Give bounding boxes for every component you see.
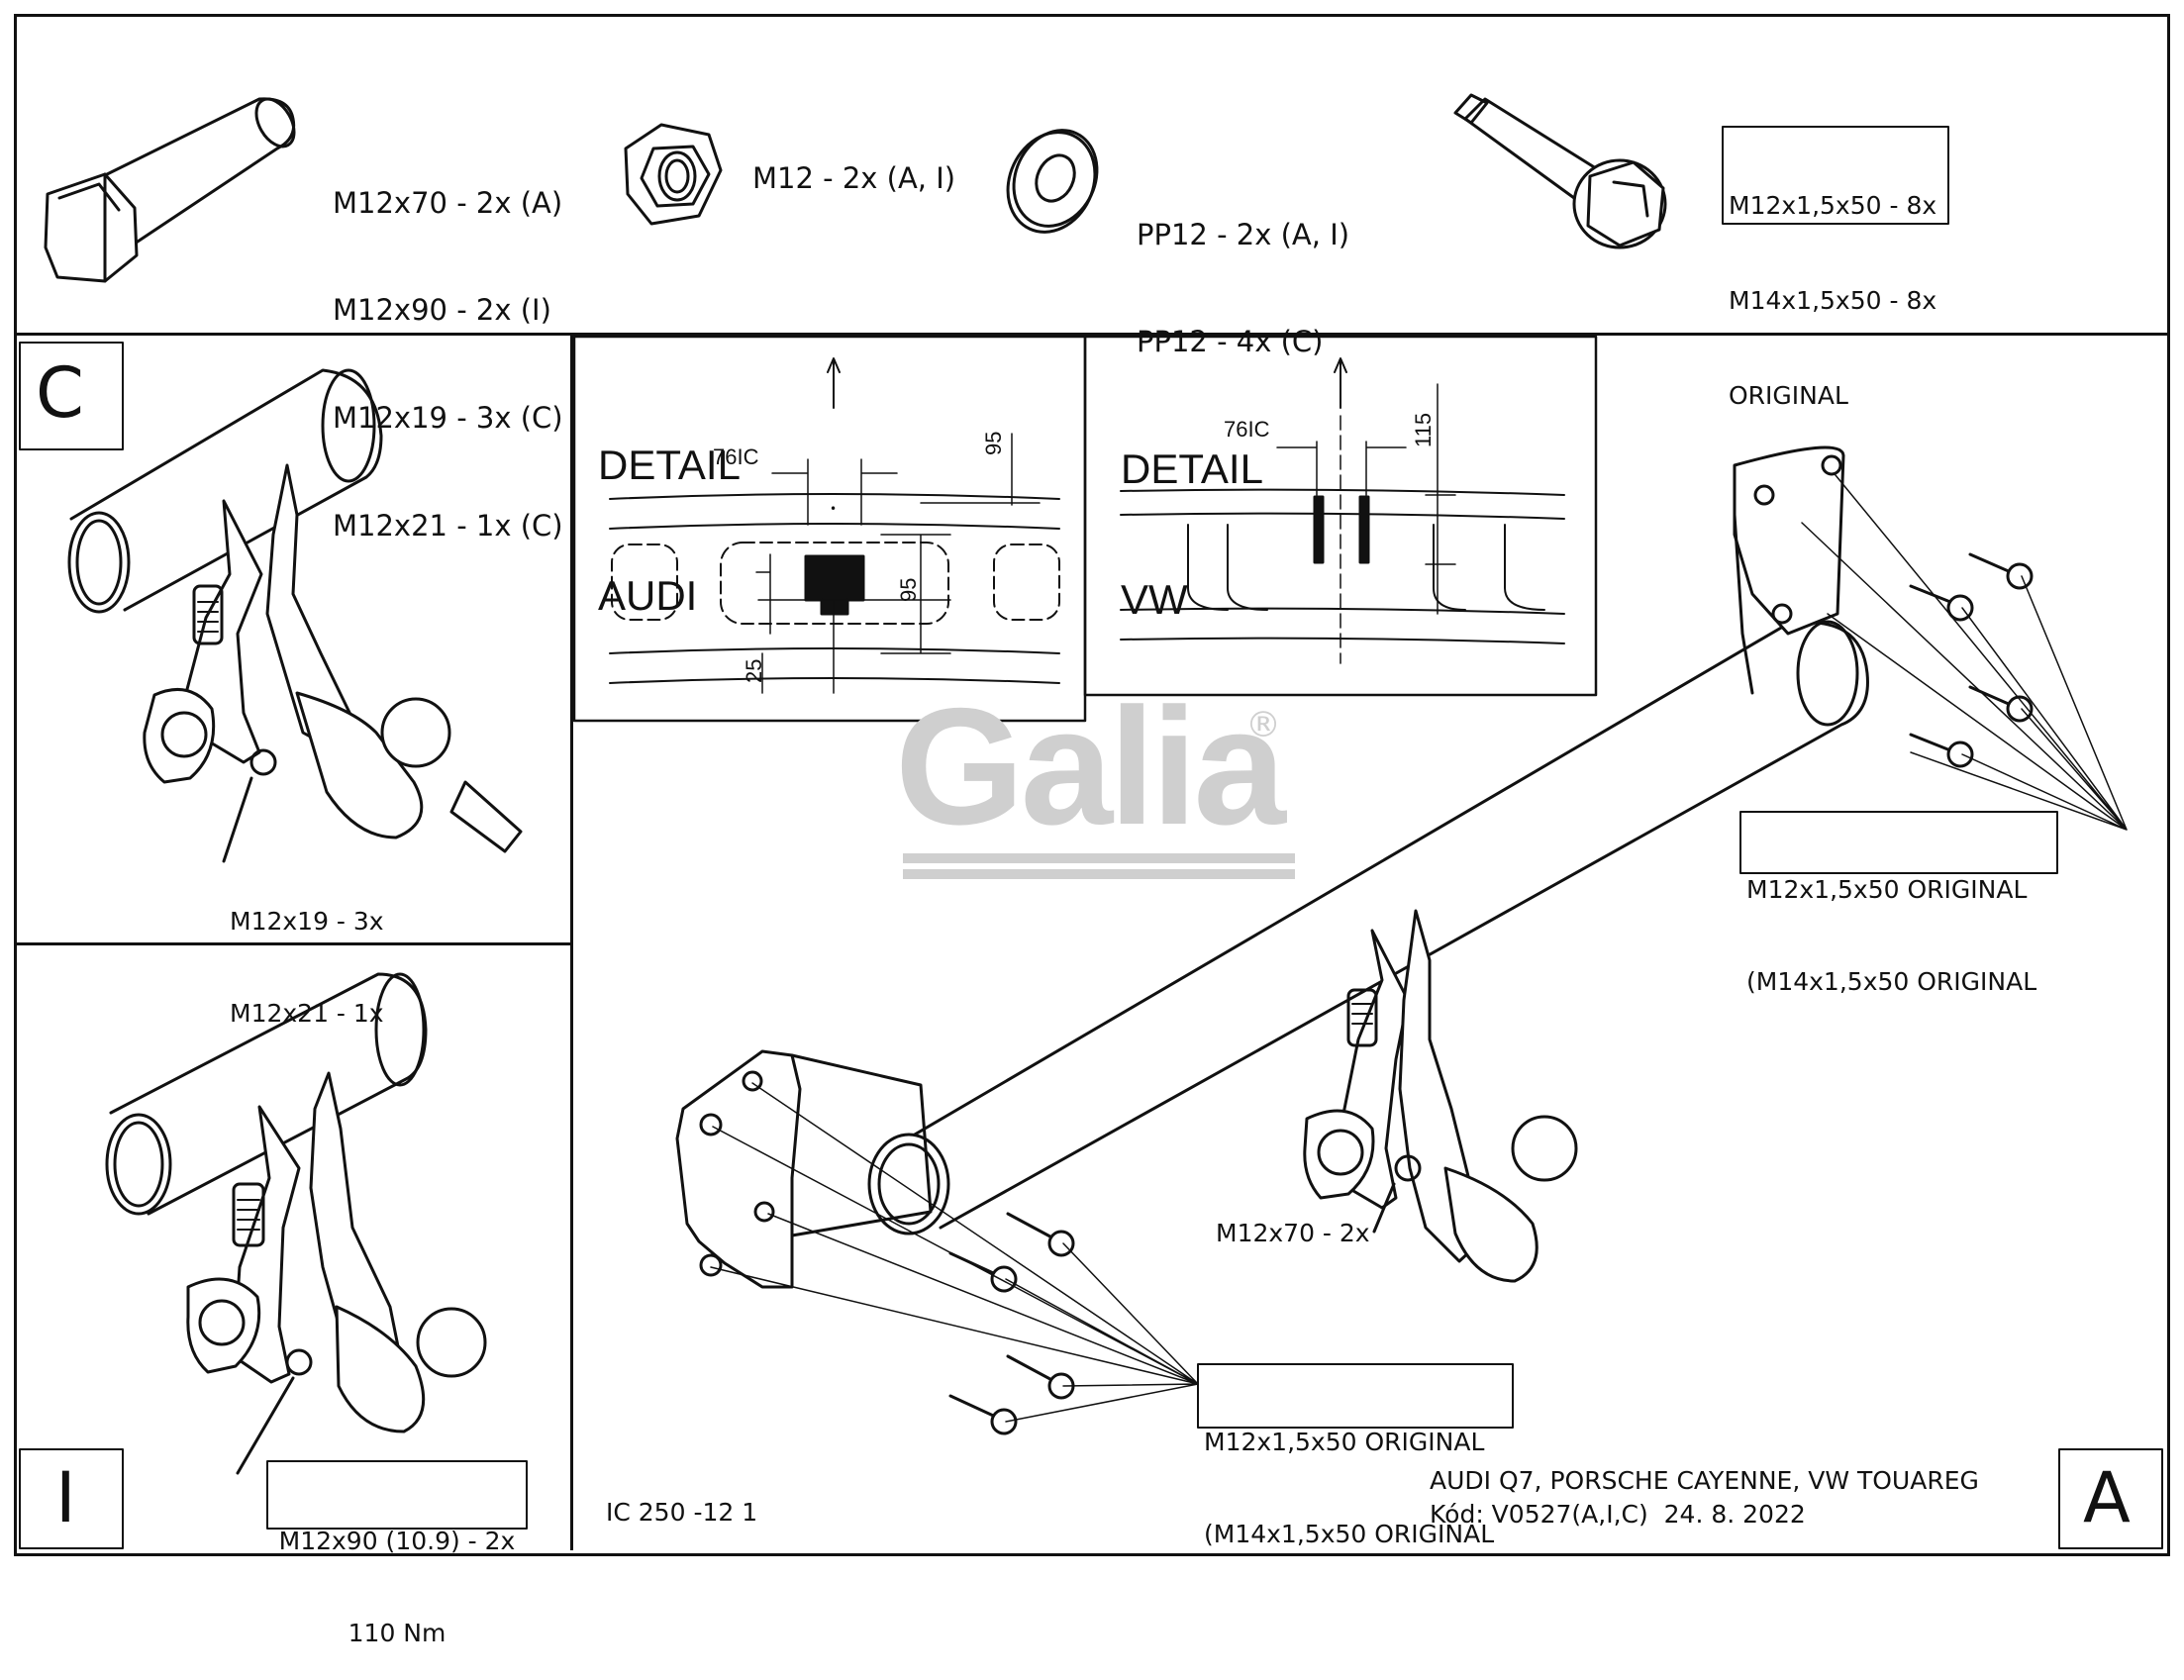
detail-vw-drawing [1083,335,1598,697]
detail-audi-dim-top: 95 [981,431,1006,455]
washer-spec-1: PP12 - 2x (A, I) [1137,217,1350,251]
galia-logo: Galia [895,673,1286,859]
flange-bolt-icon [1453,93,1667,249]
panel-i-label-1: M12x90 (10.9) - 2x [278,1526,516,1555]
detail-audi-dim-side: 95 [896,577,921,602]
washer-icon [1006,129,1099,234]
panel-c-assembly [19,342,523,863]
bolt-spec-1: M12x70 - 2x (A) [333,185,563,220]
main-label-right-2: (M14x1,5x50 ORIGINAL [1746,967,2037,997]
panel-i-assembly [19,972,528,1549]
main-assembly [675,445,2163,1549]
main-label-right: M12x1,5x50 ORIGINAL (M14x1,5x50 ORIGINAL [1746,812,2036,1029]
outer-frame [14,14,2170,1556]
detail-vw-title-2: VW [1121,576,1188,624]
flange-bolt-spec-list: M12x1,5x50 - 8x M14x1,5x50 - 8x ORIGINAL [1729,127,1936,444]
nut-spec: M12 - 2x (A, I) [752,161,956,195]
variant-a-badge: A [2083,1457,2131,1538]
bolt-spec-4: M12x21 - 1x (C) [333,508,563,543]
footer-kod: Kód: V0527(A,I,C) 24. 8. 2022 [1430,1500,1806,1529]
flange-bolt-spec-1: M12x1,5x50 - 8x [1729,191,1937,220]
detail-vw-title: DETAIL VW [1121,360,1263,666]
footer-vehicles: AUDI Q7, PORSCHE CAYENNE, VW TOUAREG [1430,1466,1979,1495]
main-label-bottom: M12x1,5x50 ORIGINAL (M14x1,5x50 ORIGINAL [1204,1364,1494,1581]
footer-code: IC 250 -12 1 [606,1498,758,1527]
bolt-spec-list: M12x70 - 2x (A) M12x90 - 2x (I) M12x19 -… [333,113,563,579]
left-hdivider [14,942,573,945]
bolt-spec-2: M12x90 - 2x (I) [333,293,551,328]
detail-audi-dim-offset: 76IC [713,445,759,469]
hex-bolt-icon [44,97,296,283]
detail-audi-title-2: AUDI [598,572,698,620]
panel-i-label-2: 110 Nm [347,1619,447,1648]
parts-divider [14,333,2167,336]
flange-bolt-spec-3: ORIGINAL [1729,381,1848,410]
panel-c-labels: M12x19 - 3x M12x21 - 1x [230,843,384,1060]
drawing-layer: • [19,93,2163,1549]
registered-mark: ® [1245,705,1281,745]
main-label-bottom-2: (M14x1,5x50 ORIGINAL [1204,1520,1495,1549]
washer-spec-list: PP12 - 2x (A, I) PP12 - 4x (C) [1137,145,1349,396]
detail-audi-dim-bottom: 25 [742,658,766,683]
variant-c-badge: C [36,352,84,434]
left-divider [570,333,573,1550]
detail-vw-dim-offset: 76IC [1224,417,1270,442]
svg-text:•: • [830,502,837,516]
flange-bolt-group-bottom [710,1082,1514,1435]
detail-audi-title: DETAIL AUDI [598,356,741,662]
main-label-hitch: M12x70 - 2x [1216,1219,1370,1247]
washer-spec-2: PP12 - 4x (C) [1137,325,1324,359]
hex-nut-icon [624,123,723,226]
detail-vw-title-1: DETAIL [1121,445,1263,493]
main-label-bottom-1: M12x1,5x50 ORIGINAL [1204,1427,1485,1456]
panel-c-label-1: M12x19 - 3x [230,906,384,936]
bolt-spec-3: M12x19 - 3x (C) [333,401,563,435]
panel-i-labels: M12x90 (10.9) - 2x 110 Nm [273,1463,521,1680]
detail-vw-dim-side: 115 [1411,412,1436,447]
detail-audi-title-1: DETAIL [598,442,741,489]
flange-bolt-group-right [1739,474,2128,874]
flange-bolt-spec-2: M14x1,5x50 - 8x [1729,286,1937,315]
variant-i-badge: I [55,1457,76,1538]
main-label-right-1: M12x1,5x50 ORIGINAL [1746,874,2028,904]
panel-c-label-2: M12x21 - 1x [230,999,384,1029]
